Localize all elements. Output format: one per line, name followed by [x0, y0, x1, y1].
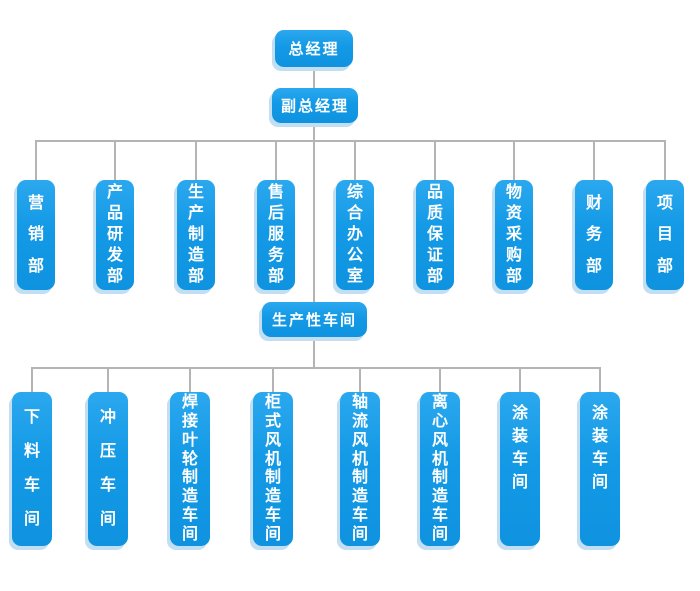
- workshop-label: 柜式风机制造车间: [264, 393, 281, 543]
- connector-dept-stub-6: [434, 140, 436, 180]
- node-dept-after-sales-service: 售后服务部: [257, 180, 295, 290]
- connector-dept-stub-4: [275, 140, 277, 180]
- connector-shop-stub-6: [439, 367, 441, 392]
- node-workshop-centrifugal-fan: 离心风机制造车间: [420, 392, 460, 546]
- node-general-manager: 总经理: [275, 30, 353, 67]
- workshop-label: 涂装车间: [511, 405, 528, 491]
- node-production-section: 生产性车间: [262, 302, 367, 337]
- connector-deputy-stem: [313, 123, 315, 302]
- node-deputy-general-manager: 副总经理: [272, 88, 358, 123]
- node-dept-general-office: 综合办公室: [336, 180, 374, 290]
- connector-workshops-bus: [31, 367, 601, 369]
- connector-dept-stub-2: [114, 140, 116, 180]
- connector-dept-stub-5: [354, 140, 356, 180]
- connector-shop-stub-2: [107, 367, 109, 392]
- connector-dept-stub-9: [664, 140, 666, 180]
- node-dept-product-rd: 产品研发部: [96, 180, 134, 290]
- node-workshop-cabinet-fan: 柜式风机制造车间: [253, 392, 293, 546]
- connector-shop-stub-8: [599, 367, 601, 392]
- connector-shop-stub-7: [519, 367, 521, 392]
- workshop-label: 轴流风机制造车间: [351, 393, 368, 543]
- dept-label: 项目部: [656, 194, 673, 275]
- connector-dept-stub-7: [513, 140, 515, 180]
- node-dept-project: 项目部: [646, 180, 684, 290]
- node-workshop-cutting: 下料车间: [12, 392, 52, 546]
- connector-production-stem: [313, 337, 315, 369]
- node-workshop-painting-2: 涂装车间: [580, 392, 620, 546]
- dept-label: 综合办公室: [346, 184, 363, 285]
- workshop-label: 涂装车间: [591, 405, 608, 491]
- connector-shop-stub-1: [31, 367, 33, 392]
- dept-label: 品质保证部: [426, 184, 443, 285]
- dept-label: 生产制造部: [187, 184, 204, 285]
- connector-shop-stub-5: [359, 367, 361, 392]
- dept-label: 物资采购部: [505, 184, 522, 285]
- node-workshop-welded-impeller: 焊接叶轮制造车间: [170, 392, 210, 546]
- node-dept-quality-assurance: 品质保证部: [416, 180, 454, 290]
- node-workshop-painting-1: 涂装车间: [500, 392, 540, 546]
- node-workshop-axial-fan: 轴流风机制造车间: [340, 392, 380, 546]
- node-dept-materials-procurement: 物资采购部: [495, 180, 533, 290]
- node-dept-marketing: 营销部: [17, 180, 55, 290]
- node-workshop-stamping: 冲压车间: [88, 392, 128, 546]
- dept-label: 产品研发部: [106, 184, 123, 285]
- connector-departments-bus: [36, 140, 666, 142]
- workshop-label: 冲压车间: [99, 409, 116, 528]
- connector-dept-stub-8: [593, 140, 595, 180]
- workshop-label: 下料车间: [23, 409, 40, 528]
- node-dept-production-manufacturing: 生产制造部: [177, 180, 215, 290]
- connector-dept-stub-3: [195, 140, 197, 180]
- workshop-label: 离心风机制造车间: [431, 393, 448, 543]
- connector-shop-stub-3: [189, 367, 191, 392]
- dept-label: 营销部: [27, 194, 44, 275]
- connector-shop-stub-4: [272, 367, 274, 392]
- dept-label: 财务部: [585, 194, 602, 275]
- node-dept-finance: 财务部: [575, 180, 613, 290]
- dept-label: 售后服务部: [267, 184, 284, 285]
- connector-dept-stub-1: [35, 140, 37, 180]
- workshop-label: 焊接叶轮制造车间: [181, 393, 198, 543]
- connector-root-deputy: [313, 67, 315, 88]
